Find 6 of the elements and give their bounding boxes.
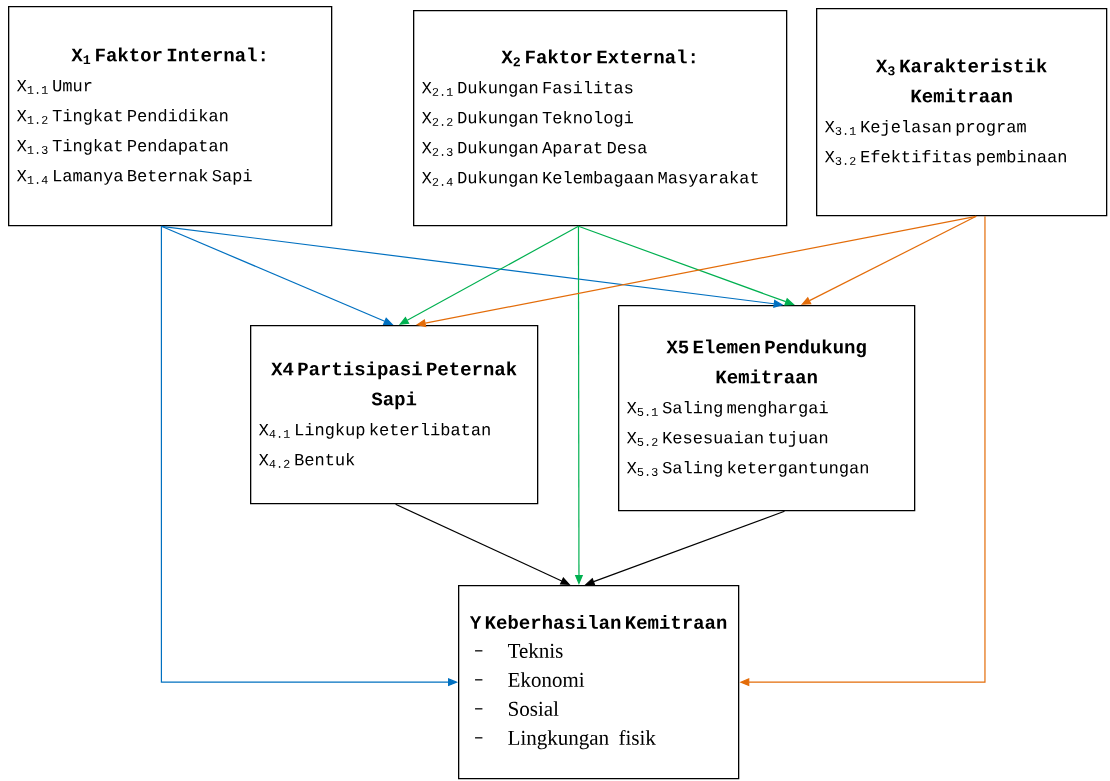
factor-box: X$_{3}$ Karakteristik Kemitraan X$_{3.1}$ Kejelasan program X$_{3.2}$ Efektifitas pembinaan [816, 8, 1108, 217]
factor-box: X5 Elemen Pendukung Kemitraan X$_{5.1}$ Saling menghargai X$_{5.2}$ Kesesuaian tujuan X$_{5.3}$ Saling ketergantungan [618, 305, 916, 512]
factor-box: X4 Partisipasi Peternak Sapi X$_{4.1}$ Lingkup keterlibatan X$_{4.2}$ Bentuk [250, 325, 539, 505]
factor-box: Y Keberhasilan Kemitraan Teknis Ekonomi Sosial Lingkungan fisik [458, 585, 740, 780]
factor-box: X$_{2}$ Faktor External: X$_{2.1}$ Dukungan Fasilitas X$_{2.2}$ Dukungan Teknologi X$_{2.3}$ Dukungan Aparat Desa X$_{2.4}$ Dukungan Kelembagaan Masyarakat [413, 10, 788, 227]
factor-box: X$_{1}$ Faktor Internal: X$_{1.1}$ Umur X$_{1.2}$ Tingkat Pendidikan X$_{1.3}$ Tingkat Pendapatan X$_{1.4}$ Lamanya Beternak Sapi [8, 6, 333, 227]
